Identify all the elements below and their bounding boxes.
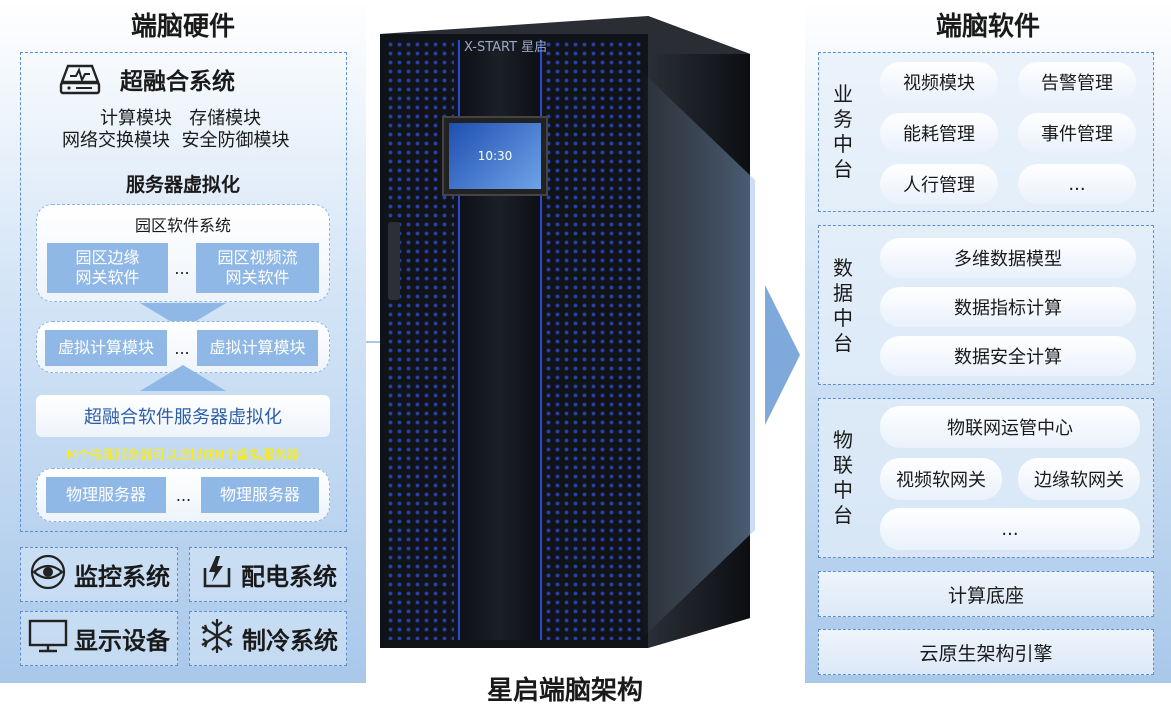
monitoring-system: 监控系统	[20, 547, 178, 602]
hci-title: 超融合系统	[120, 69, 235, 95]
architecture-caption: 星启端脑架构	[486, 676, 643, 706]
left-perforated-door	[386, 40, 454, 640]
virtualization-title: 服务器虚拟化	[125, 174, 240, 196]
park-edge-gateway: 园区边缘 网关软件	[47, 243, 168, 293]
hci-modules-line1: 计算模块 存储模块	[100, 108, 262, 129]
park-video-gateway: 园区视频流 网关软件	[196, 243, 319, 293]
up-arrow-icon	[140, 365, 226, 391]
pedestrian-management: 人行管理	[880, 164, 998, 204]
ellipsis: ...	[174, 338, 190, 358]
video-soft-gateway: 视频软网关	[880, 458, 1002, 500]
chevron-right-icon	[620, 60, 810, 650]
physical-server-1: 物理服务器	[46, 477, 166, 513]
data-platform-label: 数据中台	[833, 256, 853, 355]
event-management: 事件管理	[1018, 113, 1136, 153]
cabinet-brand: X-START 星启	[464, 40, 548, 55]
display-equipment-label: 显示设备	[74, 627, 170, 655]
hci-modules-line2: 网络交换模块 安全防御模块	[62, 130, 290, 151]
virtual-compute-module-2: 虚拟计算模块	[197, 330, 318, 366]
cooling-system: 制冷系统	[189, 611, 347, 666]
multidim-data-model: 多维数据模型	[880, 238, 1136, 278]
park-software-title: 园区软件系统	[134, 216, 231, 235]
cabinet-display: 10:30	[442, 116, 548, 196]
hci-container	[20, 52, 347, 532]
power-plug-icon	[199, 554, 241, 596]
virtualization-note: M个物理服务器可以虚拟成N个虚拟服务器	[66, 447, 300, 462]
screen-time: 10:30	[449, 123, 541, 189]
power-system-label: 配电系统	[241, 563, 337, 591]
led-strip-left	[458, 40, 460, 640]
monitor-icon	[28, 619, 74, 659]
monitoring-system-label: 监控系统	[74, 563, 170, 591]
hardware-title: 端脑硬件	[130, 12, 235, 42]
iot-ops-center: 物联网运管中心	[880, 406, 1140, 448]
down-arrow-icon	[140, 303, 226, 329]
led-strip-right	[540, 40, 542, 640]
power-system: 配电系统	[189, 547, 347, 602]
ellipsis: ...	[174, 258, 190, 278]
edge-soft-gateway: 边缘软网关	[1018, 458, 1140, 500]
software-panel: 端脑软件 业务中台 视频模块 告警管理 能耗管理 事件管理 人行管理 ... 数…	[805, 0, 1171, 683]
display-equipment: 显示设备	[20, 611, 178, 666]
cooling-system-label: 制冷系统	[242, 627, 338, 655]
compute-base: 计算底座	[818, 571, 1154, 617]
business-platform-label: 业务中台	[833, 82, 853, 181]
virtual-compute-module-1: 虚拟计算模块	[45, 330, 167, 366]
data-metric-computing: 数据指标计算	[880, 287, 1136, 327]
software-title: 端脑软件	[935, 12, 1040, 42]
hci-virtualization: 超融合软件服务器虚拟化	[36, 395, 330, 437]
iot-platform-label: 物联中台	[833, 428, 853, 527]
energy-management: 能耗管理	[880, 113, 998, 153]
right-perforated-door	[544, 40, 644, 640]
ellipsis: ...	[175, 485, 192, 505]
more-items: ...	[1018, 164, 1136, 204]
data-security-computing: 数据安全计算	[880, 336, 1136, 376]
more-items: ...	[880, 508, 1140, 550]
snowflake-icon	[198, 617, 242, 661]
server-heartbeat-icon	[58, 60, 102, 100]
alarm-management: 告警管理	[1018, 62, 1136, 102]
door-handle	[388, 222, 400, 300]
hardware-panel: 端脑硬件 超融合系统 计算模块 存储模块 网络交换模块 安全防御模块 服务器虚拟…	[0, 0, 366, 683]
physical-server-2: 物理服务器	[201, 477, 319, 513]
cloud-native-engine: 云原生架构引擎	[818, 629, 1154, 675]
eye-icon	[28, 554, 74, 595]
video-module: 视频模块	[880, 62, 998, 102]
